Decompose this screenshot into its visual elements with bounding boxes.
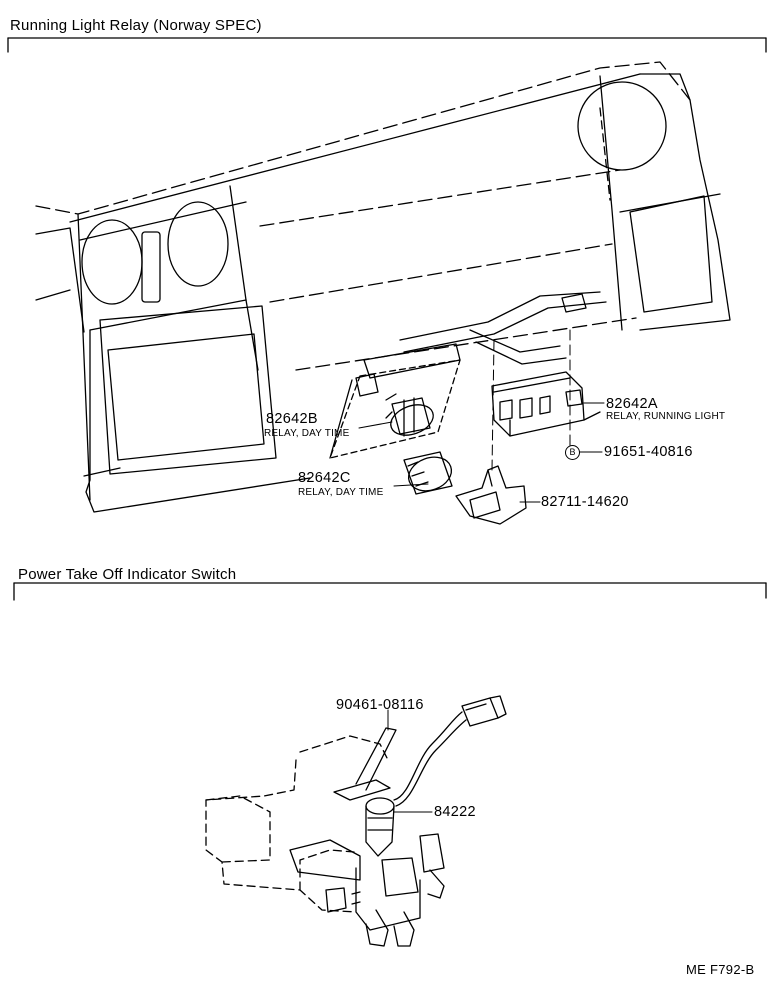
relay-82642a-illustration bbox=[491, 371, 601, 437]
part-desc-82642b: RELAY, DAY TIME bbox=[264, 428, 350, 439]
part-number-84222: 84222 bbox=[434, 804, 476, 820]
part-number-82642b: 82642B bbox=[266, 411, 318, 427]
bolt-marker-icon: B bbox=[565, 445, 580, 460]
relay-82642c-illustration bbox=[403, 451, 453, 495]
part-number-82642a: 82642A bbox=[606, 396, 658, 412]
diagram-reference-code: ME F792-B bbox=[686, 962, 755, 977]
section-1-leader-lines bbox=[358, 329, 605, 503]
section-2-bracket bbox=[13, 582, 767, 601]
part-number-90461-08116: 90461-08116 bbox=[336, 697, 424, 713]
pto-switch-illustration bbox=[205, 695, 507, 947]
part-number-82711-14620: 82711-14620 bbox=[541, 494, 629, 510]
section-title-pto-indicator-switch: Power Take Off Indicator Switch bbox=[18, 566, 237, 583]
instrument-panel-illustration bbox=[35, 61, 731, 513]
section-2-leader-lines bbox=[387, 709, 433, 813]
part-desc-82642a: RELAY, RUNNING LIGHT bbox=[606, 411, 726, 422]
section-1-bracket bbox=[7, 37, 767, 53]
relay-82642b-illustration bbox=[355, 373, 434, 437]
section-title-running-light-relay: Running Light Relay (Norway SPEC) bbox=[10, 17, 262, 34]
part-number-91651-40816: 91651-40816 bbox=[604, 444, 693, 460]
part-number-82642c: 82642C bbox=[298, 470, 351, 486]
connector-82711-14620-illustration bbox=[455, 465, 527, 525]
part-desc-82642c: RELAY, DAY TIME bbox=[298, 487, 384, 498]
